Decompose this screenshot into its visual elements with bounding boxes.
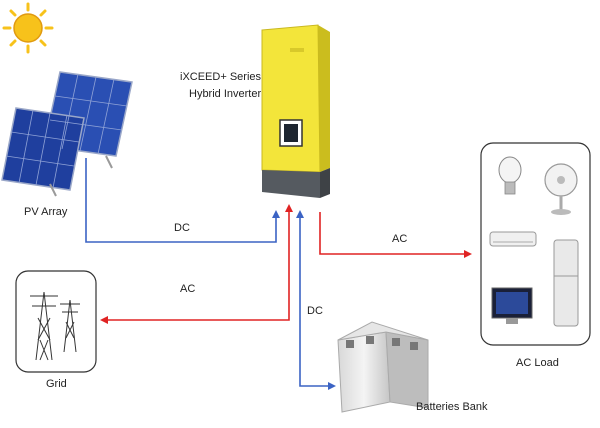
- batteries-label: Batteries Bank: [416, 401, 488, 413]
- refrigerator-icon: [553, 239, 579, 327]
- batteries-bank-icon: [337, 321, 429, 413]
- hybrid-inverter-icon: [261, 24, 330, 198]
- sun-icon: [2, 2, 54, 54]
- fan-icon: [544, 163, 578, 215]
- ac-grid-connector: [100, 214, 290, 324]
- inverter-label-line1: iXCEED+ Series: [180, 71, 262, 83]
- dc-battery-connector: [299, 220, 336, 390]
- grid-box: [15, 270, 97, 373]
- light-bulb-icon: [498, 156, 522, 195]
- dc-battery-label: DC: [307, 305, 323, 317]
- pv-array-icon: [1, 71, 133, 197]
- ac-load-connector: [319, 212, 472, 258]
- ac-grid-label: AC: [180, 283, 195, 295]
- ac-load-label-text: AC Load: [516, 357, 559, 369]
- inverter-label-line2: Hybrid Inverter: [189, 88, 261, 100]
- ac-load-box: [480, 142, 591, 346]
- air-conditioner-icon: [489, 231, 537, 247]
- ac-load-label: AC: [392, 233, 407, 245]
- dc-pv-connector: [85, 158, 280, 243]
- monitor-icon: [491, 287, 533, 324]
- pv-array-label: PV Array: [24, 206, 68, 218]
- power-tower-icon: [30, 291, 80, 361]
- grid-label: Grid: [46, 378, 67, 390]
- dc-pv-label: DC: [174, 222, 190, 234]
